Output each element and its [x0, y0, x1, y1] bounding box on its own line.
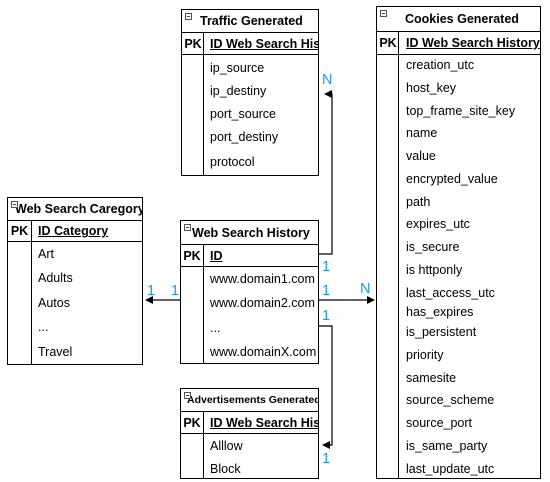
attribute-item: priority	[406, 348, 444, 362]
attribute-item: Travel	[38, 345, 73, 359]
column-divider	[31, 221, 32, 364]
pk-row: PK ID	[181, 245, 318, 267]
pk-field: ID Web Search History	[406, 36, 540, 50]
attribute-item: www.domain2.com	[210, 296, 315, 310]
cardinality-label: N	[322, 72, 333, 88]
collapse-icon[interactable]	[184, 392, 191, 399]
attribute-item: Block	[210, 462, 241, 476]
attribute-item: is_secure	[406, 240, 460, 254]
attribute-item: Art	[38, 247, 54, 261]
pk-label: PK	[379, 36, 397, 50]
attribute-item: www.domainX.com	[210, 345, 317, 359]
pk-field: ID Web Search His	[210, 37, 318, 51]
attribute-item: samesite	[406, 371, 457, 385]
attribute-item: expires_utc	[406, 217, 470, 231]
pk-row: PK ID Web Search His	[181, 412, 318, 434]
entity-title-bar: Cookies Generated	[377, 7, 540, 32]
entity-title: Advertisements Generated	[187, 394, 318, 406]
entity-web-search-category[interactable]: Web Search Caregory PK ID Category Art A…	[7, 197, 143, 365]
attribute-item: path	[406, 195, 431, 209]
pk-field: ID Category	[38, 224, 109, 238]
collapse-icon[interactable]	[184, 224, 191, 231]
attribute-item: port_source	[210, 107, 277, 121]
collapse-icon[interactable]	[11, 201, 18, 208]
connector-history-traffic	[319, 90, 333, 255]
attribute-item: source_scheme	[406, 393, 495, 407]
attribute-item: is_same_party	[406, 439, 488, 453]
entity-title: Web Search Caregory	[15, 202, 142, 216]
attribute-item: ...	[38, 320, 49, 334]
pk-field: ID	[210, 249, 223, 263]
cardinality-label: N	[360, 281, 371, 297]
pk-label: PK	[183, 416, 201, 430]
cardinality-label: 1	[322, 451, 331, 467]
entity-title-bar: Web Search History	[181, 221, 318, 245]
attribute-item: is httponly	[406, 263, 463, 277]
attribute-item: www.domain1.com	[210, 272, 315, 286]
attribute-item: last_update_utc	[406, 462, 495, 476]
attribute-item: protocol	[210, 155, 255, 169]
entity-title-bar: Advertisements Generated	[181, 389, 318, 412]
cardinality-label: 1	[322, 283, 331, 299]
cardinality-label: 1	[147, 283, 156, 299]
connector-history-ads	[319, 325, 333, 449]
entity-advertisements-generated[interactable]: Advertisements Generated PK ID Web Searc…	[180, 388, 319, 479]
column-divider	[398, 32, 399, 478]
attribute-item: has_expires	[406, 305, 474, 319]
attribute-item: host_key	[406, 81, 457, 95]
column-divider	[203, 33, 204, 175]
attribute-item: port_destiny	[210, 130, 279, 144]
pk-row: PK ID Web Search His	[182, 33, 318, 55]
attribute-item: value	[406, 149, 436, 163]
entity-cookies-generated[interactable]: Cookies Generated PK ID Web Search Histo…	[376, 6, 541, 479]
pk-label: PK	[10, 224, 29, 238]
attribute-item: encrypted_value	[406, 172, 498, 186]
attribute-item: Autos	[38, 296, 70, 310]
attribute-item: source_port	[406, 416, 473, 430]
attribute-item: is_persistent	[406, 325, 477, 339]
cardinality-label: 1	[322, 259, 331, 275]
entity-web-search-history[interactable]: Web Search History PK ID www.domain1.com…	[180, 220, 319, 364]
entity-title-bar: Web Search Caregory	[8, 198, 142, 221]
cardinality-label: 1	[171, 283, 180, 299]
attribute-item: Adults	[38, 271, 73, 285]
column-divider	[203, 412, 204, 478]
entity-title: Cookies Generated	[405, 12, 519, 26]
attribute-item: name	[406, 126, 438, 140]
pk-label: PK	[184, 37, 202, 51]
attribute-item: creation_utc	[406, 58, 475, 72]
entity-title-bar: Traffic Generated	[182, 10, 318, 33]
attribute-item: top_frame_site_key	[406, 104, 516, 118]
pk-row: PK ID Web Search History	[377, 32, 540, 55]
pk-field: ID Web Search His	[210, 416, 318, 430]
column-divider	[203, 245, 204, 363]
entity-title: Web Search History	[192, 226, 310, 240]
attribute-item: last_access_utc	[406, 286, 495, 300]
entity-traffic-generated[interactable]: Traffic Generated PK ID Web Search His i…	[181, 9, 319, 176]
pk-label: PK	[183, 249, 201, 263]
attribute-item: Alllow	[210, 439, 243, 453]
attribute-item: ip_source	[210, 61, 265, 75]
attribute-item: ...	[210, 321, 221, 335]
cardinality-label: 1	[322, 308, 331, 324]
pk-row: PK ID Category	[8, 221, 142, 242]
entity-title: Traffic Generated	[200, 14, 303, 28]
collapse-icon[interactable]	[185, 13, 192, 20]
collapse-icon[interactable]	[380, 10, 387, 17]
attribute-item: ip_destiny	[210, 84, 267, 98]
